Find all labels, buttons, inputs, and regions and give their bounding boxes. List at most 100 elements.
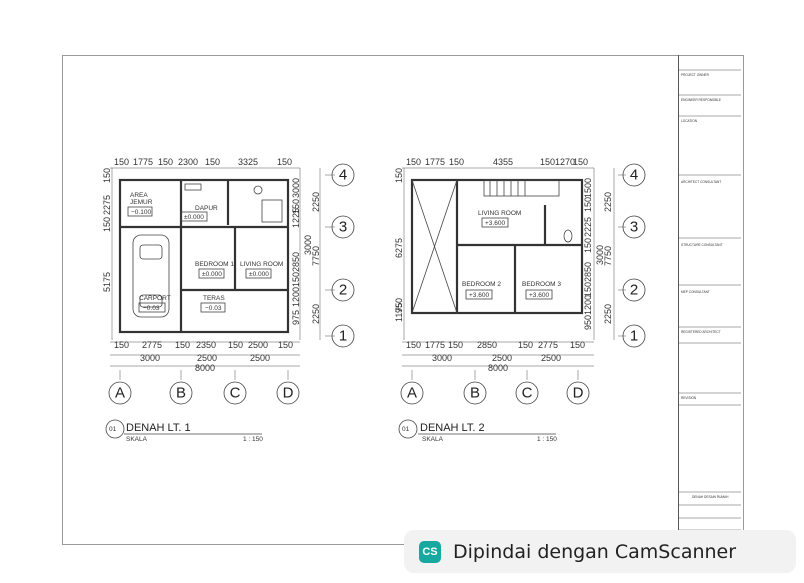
room-name: TERAS [203, 295, 225, 302]
dim-text: 150 [277, 157, 292, 167]
dim-text: 2500 [248, 340, 268, 350]
dim-text: 2300 [178, 157, 198, 167]
dim-text: 150 [583, 197, 593, 212]
tb-drawing-title: DENAH DESAIN RUMAH [692, 495, 729, 499]
dim-text: 150 [228, 340, 243, 350]
dim-text: 150 [448, 340, 463, 350]
plan1-title: 01 DENAH LT. 1 SKALA 1 : 150 [105, 419, 263, 443]
dim-text: 150 [406, 340, 421, 350]
dim-text: 2250 [603, 192, 613, 212]
dim-text: 150 [291, 272, 301, 287]
dim-text: 2850 [583, 262, 593, 282]
room-level: +3.600 [485, 220, 505, 227]
grid-label: 2 [339, 282, 347, 299]
scale-value: 1 : 150 [243, 436, 263, 443]
dim-text: 1200 [583, 295, 593, 315]
grid-label: C [522, 385, 533, 402]
overall-dim: 8000 [195, 363, 215, 373]
tb-project-owner: PROJECT OWNER [681, 73, 709, 77]
dim-text: 3000 [595, 245, 605, 265]
grid-label: B [470, 385, 480, 402]
plan1-left-dimensions: 150 2275 150 5175 [102, 168, 112, 292]
dim-text: 150 [175, 340, 190, 350]
dim-text: 3000 [140, 353, 160, 363]
dim-text: 150 [114, 340, 129, 350]
dim-text: 150 [583, 282, 593, 297]
dim-text: 1175 [394, 303, 404, 322]
dim-text: 1775 [133, 157, 153, 167]
room-name: CARPORT [139, 295, 171, 302]
dim-text: 150 [449, 157, 464, 167]
dim-text: 150 [583, 238, 593, 253]
camscanner-watermark: CS Dipindai dengan CamScanner [404, 530, 796, 573]
grid-label: D [573, 385, 584, 402]
room-level: ±0.000 [184, 214, 204, 221]
plan2-title: 01 DENAH LT. 2 SKALA 1 : 150 [398, 419, 557, 443]
tb-registered: REGISTERED ARCHITECT [681, 330, 721, 334]
grid-label: B [176, 385, 186, 402]
dim-text: 950 [583, 315, 593, 330]
dim-text: 2850 [477, 340, 497, 350]
plan-title: DENAH LT. 1 [126, 422, 191, 434]
dim-text: 2350 [196, 340, 216, 350]
dim-text: 1200 [291, 287, 301, 307]
plan1-walls [118, 178, 290, 334]
room-level: +3.600 [529, 292, 549, 299]
tb-structure: STRUCTURE CONSULTANT [681, 243, 723, 247]
tb-location: LOCATION [681, 119, 698, 123]
dim-text: 2775 [538, 340, 558, 350]
room-name: BEDROOM 2 [462, 281, 501, 288]
scale-label: SKALA [126, 436, 148, 443]
dim-text: 1775 [425, 157, 445, 167]
dim-text: 150 [102, 217, 112, 232]
room-level: −0.03 [143, 305, 160, 312]
dim-text: 3325 [238, 157, 258, 167]
grid-label: D [283, 385, 294, 402]
room-name: BEDROOM 3 [522, 281, 561, 288]
dim-text: 5175 [102, 272, 112, 292]
dim-text: 2500 [250, 353, 270, 363]
plan2-grid-bubbles: A B C D 4 3 2 1 [400, 163, 646, 405]
room-level: ±0.000 [202, 271, 222, 278]
dim-text: 150 [573, 157, 588, 167]
title-number: 01 [109, 426, 117, 433]
scale-label: SKALA [422, 436, 444, 443]
grid-label: 4 [630, 167, 638, 184]
plan2-right-dimensions: 1500 150 2225 150 2850 150 1200 950 2250… [583, 178, 613, 330]
room-level: +3.600 [469, 292, 489, 299]
dim-text: 6275 [394, 238, 404, 258]
plan2-bottom-dimensions: 150 1775 150 2850 150 2775 150 3000 2500… [406, 340, 585, 373]
title-block [678, 55, 742, 543]
grid-label: 3 [339, 219, 347, 236]
dim-text: 1270 [555, 157, 575, 167]
plan1-dimension-lines [110, 167, 335, 380]
dim-text: 2250 [311, 304, 321, 324]
dim-text: 2500 [492, 353, 512, 363]
dim-text: 7750 [603, 246, 613, 266]
dim-text: 950 [394, 298, 404, 313]
plan2-top-dimensions: 150 1775 150 4355 150 1270 150 [406, 157, 588, 167]
dim-text: 1225 [291, 208, 301, 228]
dim-text: 1775 [425, 340, 445, 350]
plan-title: DENAH LT. 2 [420, 422, 485, 434]
dim-text: 150 [278, 340, 293, 350]
dim-text: 2225 [583, 217, 593, 237]
dim-text: 2250 [311, 192, 321, 212]
room-name: DAPUR [195, 205, 218, 212]
tb-revision: REVISION [681, 396, 697, 400]
tb-mep: MEP CONSULTANT [681, 290, 710, 294]
dim-text: 2500 [541, 353, 561, 363]
dim-text: 3000 [291, 178, 301, 198]
dim-text: 150 [406, 157, 421, 167]
title-block-lines [678, 69, 741, 531]
dim-text: 2850 [291, 252, 301, 272]
title-number: 01 [402, 426, 410, 433]
grid-label: 3 [630, 219, 638, 236]
dim-text: 150 [570, 340, 585, 350]
plan2-room-labels: LIVING ROOM +3.600 BEDROOM 2 +3.600 BEDR… [462, 210, 561, 300]
grid-label: C [230, 385, 241, 402]
plan2-dimension-lines [402, 167, 626, 380]
